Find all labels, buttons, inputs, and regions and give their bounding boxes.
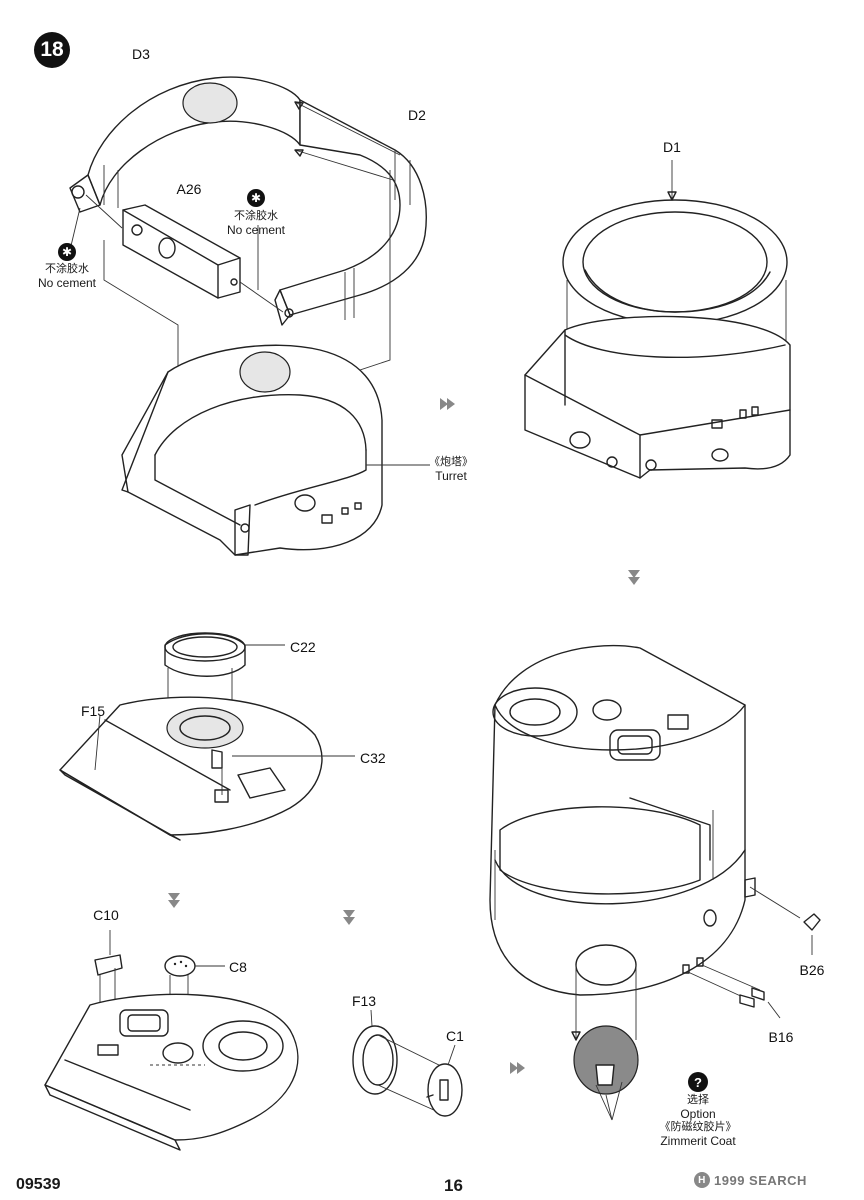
watermark-logo-icon: H — [694, 1172, 710, 1188]
no-cement-note-left: 不涂胶水 No cement — [38, 263, 96, 290]
option-zimmerit-note: 选择 Option 《防磁纹胶片》 Zimmerit Coat — [660, 1094, 737, 1148]
roof-f15-assembly — [59, 632, 355, 841]
roof-c10-c8-assembly — [44, 954, 299, 1151]
option-cn: 选择 — [687, 1094, 709, 1106]
turret-cn: 《炮塔》 — [429, 456, 473, 468]
hatch-f13-c1-assembly — [352, 1025, 463, 1117]
label-b26: B26 — [799, 962, 825, 978]
label-c1: C1 — [446, 1028, 464, 1044]
label-d1: D1 — [663, 139, 681, 155]
turret-wall-assembly — [69, 76, 427, 513]
label-d2: D2 — [408, 107, 426, 123]
label-c32: C32 — [360, 750, 386, 766]
label-d3: D3 — [132, 46, 150, 62]
option-en: Option — [680, 1107, 716, 1121]
watermark: H 1999 SEARCH — [694, 1172, 807, 1188]
turret-en: Turret — [435, 469, 467, 483]
no-cement-en: No cement — [226, 223, 286, 237]
label-b16: B16 — [768, 1029, 794, 1045]
label-c22: C22 — [290, 639, 316, 655]
turret-note: 《炮塔》 Turret — [429, 456, 473, 483]
option-question-icon: ? — [688, 1072, 708, 1092]
page-number: 16 — [444, 1176, 463, 1195]
label-f13: F13 — [351, 993, 377, 1009]
no-cement-en: No cement — [37, 276, 97, 290]
flow-arrow-down-3 — [343, 910, 355, 925]
zimmerit-en: Zimmerit Coat — [660, 1134, 736, 1148]
step-number-badge: 18 — [34, 32, 70, 68]
flow-arrow-right-2 — [510, 1062, 525, 1074]
kit-code: 09539 — [16, 1176, 61, 1193]
no-cement-icon: ✱ — [58, 243, 76, 261]
flow-arrow-down-2 — [168, 893, 180, 908]
turret-interior-assembly — [489, 644, 821, 1121]
no-cement-note-mid: 不涂胶水 No cement — [227, 210, 285, 237]
flow-arrow-down-1 — [628, 570, 640, 585]
flow-arrow-right-1 — [440, 398, 455, 410]
zimmerit-cn: 《防磁纹胶片》 — [659, 1121, 737, 1133]
no-cement-icon: ✱ — [247, 189, 265, 207]
no-cement-cn: 不涂胶水 — [234, 210, 278, 222]
label-c10: C10 — [93, 907, 119, 923]
label-a26: A26 — [176, 181, 202, 197]
turret-d1-assembly — [524, 160, 791, 479]
no-cement-cn: 不涂胶水 — [45, 263, 89, 275]
label-c8: C8 — [229, 959, 247, 975]
watermark-text: 1999 SEARCH — [714, 1172, 807, 1188]
label-f15: F15 — [80, 703, 106, 719]
turret-hull-top-left — [121, 344, 430, 556]
